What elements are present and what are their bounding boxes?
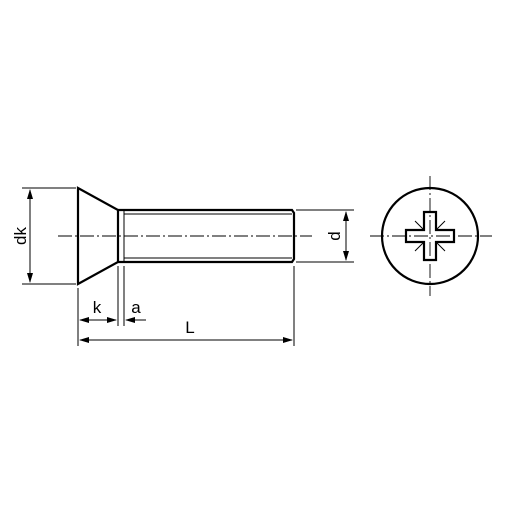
label-k: k [93,298,102,317]
screw-head-end-view [370,176,492,296]
dimension-l: L [79,266,295,346]
label-a: a [131,298,141,317]
pozidriv-tick-nw [414,220,425,231]
label-d: d [325,231,344,240]
pozidriv-tick-sw [414,241,425,252]
pozidriv-tick-ne [435,220,446,231]
screw-shank-outline [118,208,296,264]
dimension-d: d [296,209,354,263]
dimension-dk: dk [11,187,76,285]
label-l: L [185,318,194,337]
dimension-k-a: k a [77,266,146,346]
label-dk: dk [11,227,30,245]
pozidriv-tick-se [435,241,446,252]
screw-side-view [58,186,312,286]
